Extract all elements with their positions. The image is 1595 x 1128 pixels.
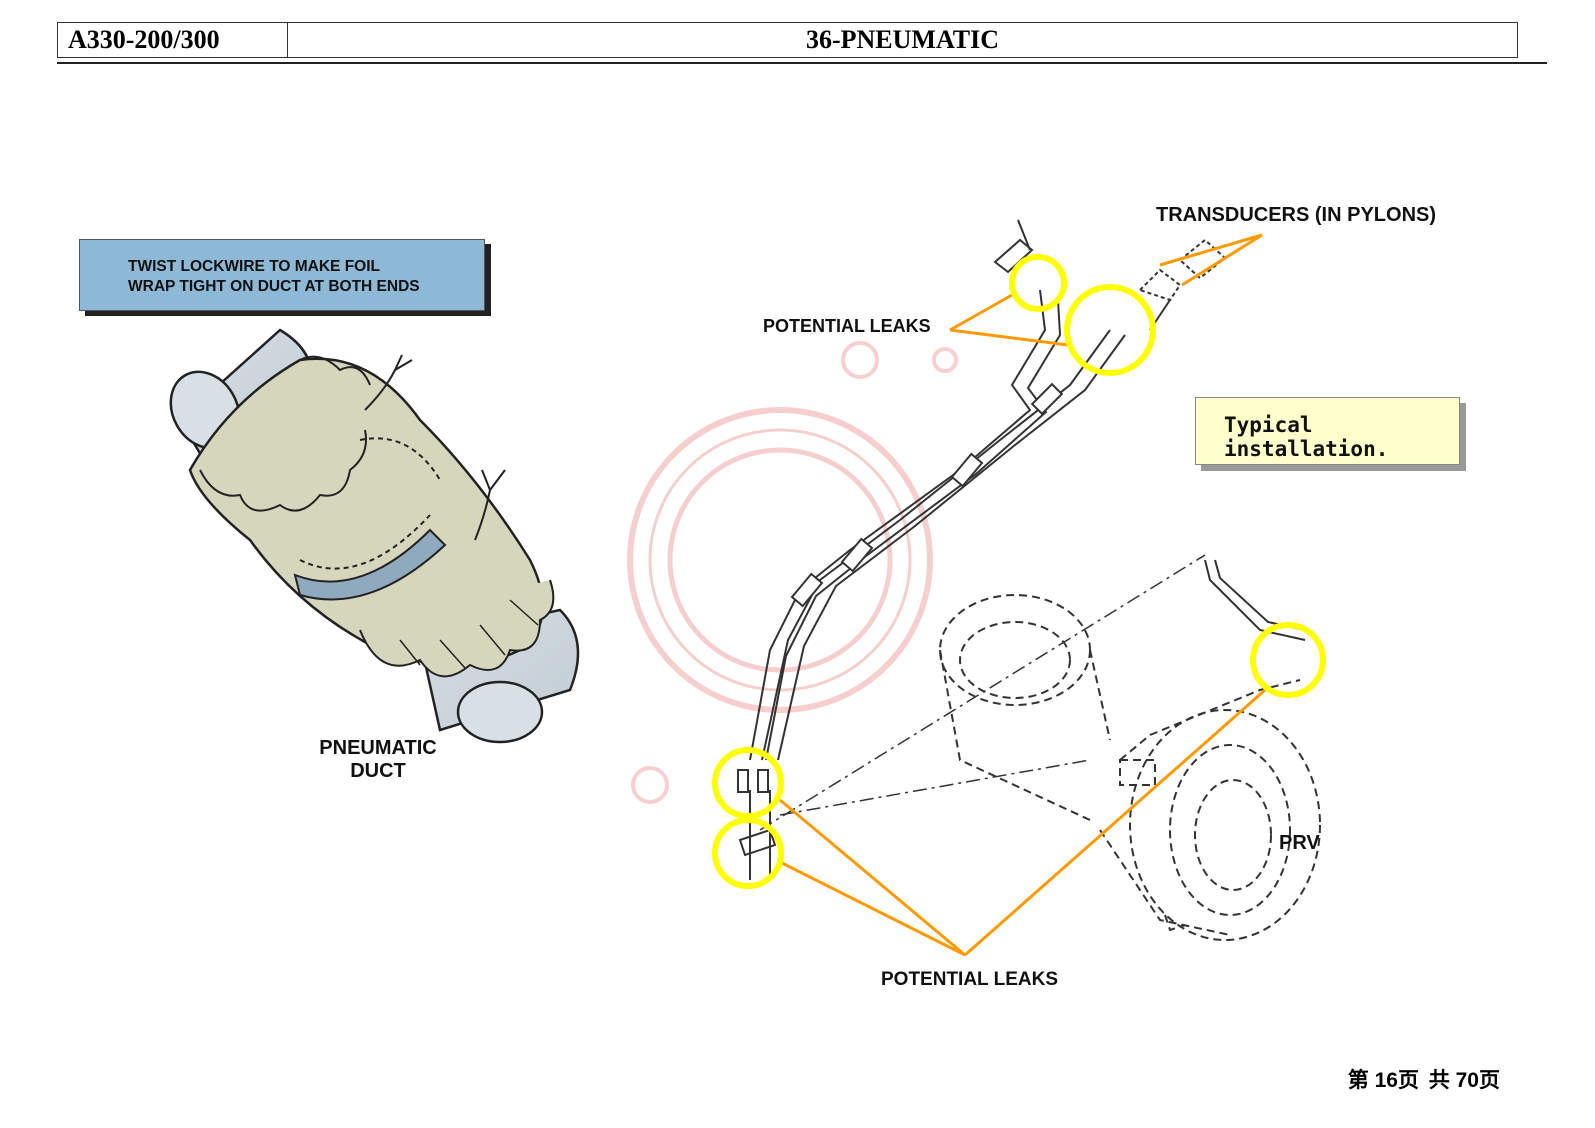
leader-lines: [779, 233, 1266, 957]
pneumatic-duct-illustration: [169, 328, 580, 744]
pneumatic-duct-label: PNEUMATIC DUCT: [313, 737, 443, 783]
sense-line-tubing: [737, 219, 1306, 880]
watermark-seal: [627, 341, 958, 804]
leak-highlight-circles: [712, 254, 1326, 889]
potential-leaks-bottom-label: POTENTIAL LEAKS: [881, 969, 1058, 990]
prv-valve-outline: [939, 594, 1321, 941]
typical-installation-note: Typical installation.: [1195, 397, 1460, 465]
pneumatic-duct-label-line2: DUCT: [350, 760, 406, 782]
header-divider: [57, 62, 1547, 64]
current-page-text: 第 16页: [1347, 1069, 1419, 1092]
projection-lines: [759, 554, 1206, 831]
potential-leaks-top-label: POTENTIAL LEAKS: [763, 316, 931, 336]
pneumatic-duct-label-line1: PNEUMATIC: [319, 737, 437, 759]
transducers-label: TRANSDUCERS (IN PYLONS): [1156, 204, 1437, 226]
lockwire-caption-box: TWIST LOCKWIRE TO MAKE FOIL WRAP TIGHT O…: [79, 239, 485, 311]
chapter-title: 36-PNEUMATIC: [805, 25, 1000, 54]
aircraft-model: A330-200/300: [58, 23, 288, 57]
caption-line-1: TWIST LOCKWIRE TO MAKE FOIL: [128, 258, 380, 275]
caption-line-2: WRAP TIGHT ON DUCT AT BOTH ENDS: [128, 278, 420, 295]
total-pages-text: 共 70页: [1428, 1069, 1500, 1092]
prv-label: PRV: [1279, 832, 1320, 854]
page-header: A330-200/300 36-PNEUMATIC: [57, 22, 1518, 58]
note-text: Typical installation.: [1224, 413, 1389, 461]
page-number-footer: 第 16页 共 70页: [1344, 1064, 1500, 1094]
